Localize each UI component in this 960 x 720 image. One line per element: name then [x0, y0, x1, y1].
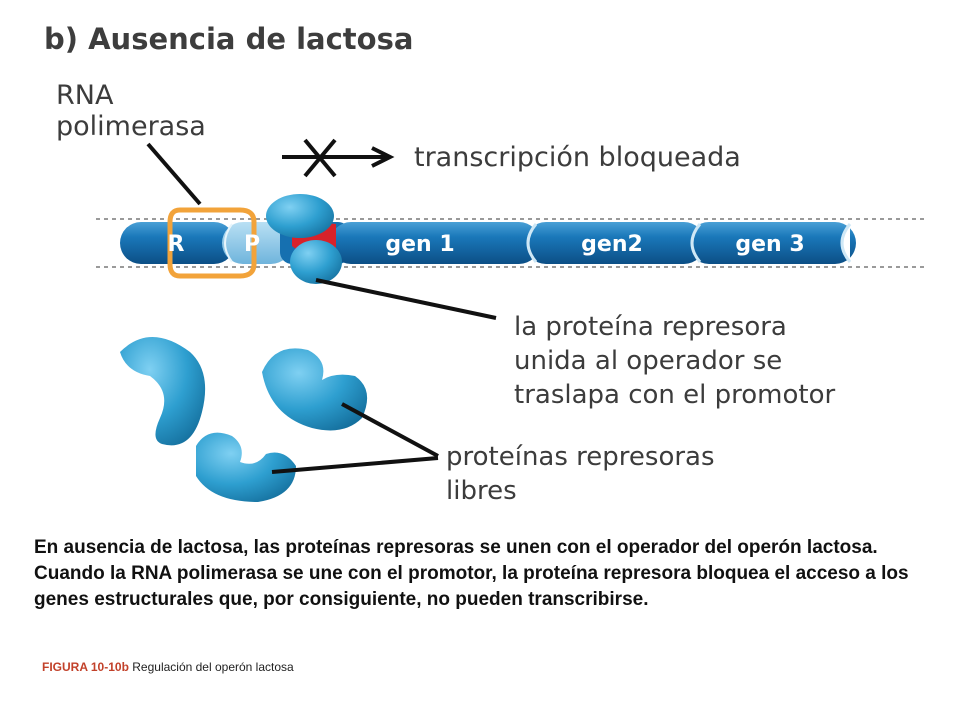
pointer-free-repressor-b	[271, 456, 439, 474]
free-repressor-2	[262, 348, 368, 431]
free-repressor-1	[120, 337, 206, 446]
gene3-segment	[688, 222, 856, 264]
segment-label-gene3: gen 3	[735, 232, 804, 257]
label-bound-line-1: la proteína represora	[514, 312, 787, 342]
pointer-bound-repressor	[315, 278, 497, 320]
segment-label-r: R	[168, 232, 185, 257]
label-bound-line-2: unida al operador se	[514, 346, 783, 376]
figure-number: FIGURA 10-10b	[42, 660, 129, 674]
arrow-head	[371, 146, 395, 168]
label-free-line-1: proteínas represoras	[446, 442, 715, 472]
block-x-2	[303, 138, 337, 178]
promoter-segment	[222, 222, 292, 264]
free-repressor-3	[196, 432, 296, 502]
label-free-line-2: libres	[446, 476, 517, 506]
label-rna-polymerase: RNA polimerasa	[56, 80, 206, 142]
figure-caption: En ausencia de lactosa, las proteínas re…	[34, 537, 909, 610]
segment-label-gene1: gen 1	[385, 232, 454, 257]
gene2-segment	[525, 222, 705, 264]
diagram-title: b) Ausencia de lactosa	[44, 22, 414, 56]
label-free-repressors: proteínas represoras libres	[446, 440, 715, 508]
dna-backbone-lines	[96, 218, 925, 268]
label-rna-line-2: polimerasa	[56, 111, 206, 142]
regulator-segment	[120, 222, 235, 264]
label-rna-line-1: RNA	[56, 80, 114, 111]
pointer-free-repressor-a	[341, 402, 439, 458]
free-repressors	[120, 337, 368, 502]
lac-operon-diagram: R P gen 1 gen2 gen 3 b) Ausencia de lact…	[44, 22, 925, 508]
label-transcription-blocked: transcripción bloqueada	[414, 142, 741, 173]
figure-label: FIGURA 10-10b Regulación del operón lact…	[42, 660, 294, 674]
figure-title: Regulación del operón lactosa	[132, 660, 294, 674]
blocked-arrow	[282, 138, 395, 178]
pointer-lines	[146, 142, 497, 474]
gene1-segment	[330, 222, 540, 264]
pointer-rna-polymerase	[146, 142, 202, 206]
label-bound-repressor: la proteína represora unida al operador …	[514, 310, 835, 412]
segment-label-gene2: gen2	[581, 232, 643, 257]
label-bound-line-3: traslapa con el promotor	[514, 380, 836, 410]
diagram-graphic: R P gen 1 gen2 gen 3	[96, 138, 925, 502]
rna-polymerase-shape	[167, 207, 257, 279]
bound-repressor	[266, 194, 342, 284]
segment-label-p: P	[244, 232, 260, 257]
